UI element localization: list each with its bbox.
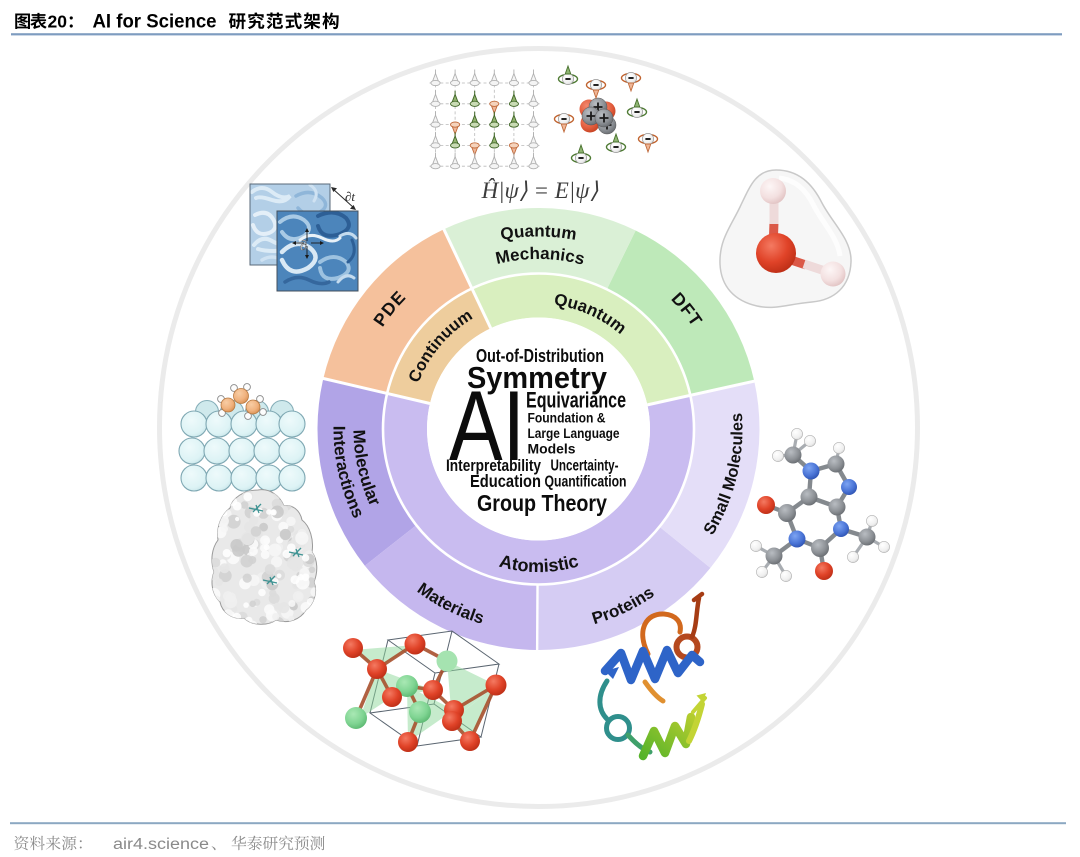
svg-text:Quantum: Quantum — [499, 221, 578, 243]
svg-text:Models: Models — [528, 441, 576, 457]
svg-text:∂t: ∂t — [345, 189, 355, 204]
svg-text:Group Theory: Group Theory — [477, 490, 607, 516]
svg-text:Out-of-Distribution: Out-of-Distribution — [476, 345, 604, 366]
svg-text:AI for Science: AI for Science — [93, 11, 217, 33]
svg-text:Interpretability: Interpretability — [446, 457, 542, 475]
svg-text:20: 20 — [48, 12, 68, 32]
svg-text:Equivariance: Equivariance — [526, 388, 626, 413]
svg-text:Symmetry: Symmetry — [467, 360, 608, 395]
svg-text:Ĥ|ψ⟩ = E|ψ⟩: Ĥ|ψ⟩ = E|ψ⟩ — [481, 178, 599, 203]
svg-text:∂: ∂ — [300, 239, 307, 254]
svg-text:Uncertainty-: Uncertainty- — [551, 458, 619, 475]
svg-text:air4.science: air4.science — [113, 836, 209, 853]
svg-text:Education: Education — [470, 471, 541, 491]
svg-text:AI: AI — [449, 370, 525, 481]
svg-text:Quantification: Quantification — [545, 474, 627, 491]
svg-text:Foundation &: Foundation & — [528, 410, 606, 426]
svg-text:Large Language: Large Language — [528, 425, 620, 441]
